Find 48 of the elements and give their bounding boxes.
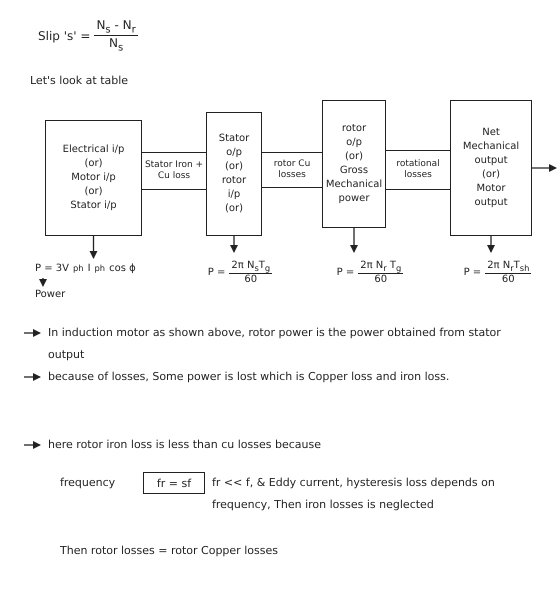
slip-formula: Slip 's' = N$_{s}$ - N$_{r}$ N$_{s}$	[38, 18, 138, 54]
box-text: (or)	[84, 157, 103, 171]
box-text: Stator	[218, 132, 250, 146]
process-box	[45, 120, 142, 236]
box-text: Mechanical	[462, 140, 520, 154]
note-text: here rotor iron loss is less than cu losses because	[48, 437, 322, 453]
boxed-formula: fr = sf	[143, 472, 205, 494]
arrow	[532, 164, 557, 172]
loss-text: rotational losses	[395, 159, 441, 181]
arrow	[350, 228, 358, 253]
box-text: (or)	[84, 185, 103, 199]
box-text: output	[474, 196, 508, 210]
box-text: (or)	[482, 168, 500, 182]
loss-text: Stator Iron + Cu loss	[144, 160, 204, 182]
box-text: Electrical i/p	[62, 143, 124, 157]
box-text: (or)	[224, 202, 244, 216]
formula: P = 2π N$_{s}$T$_{g}$ 60	[195, 252, 285, 292]
box-text: output	[474, 154, 508, 168]
box-text: o/p	[226, 146, 242, 160]
box-text: Stator i/p	[70, 199, 117, 213]
box-text: rotor	[222, 174, 246, 188]
arrow	[230, 236, 238, 253]
box-text: Motor	[476, 182, 506, 196]
process-box	[206, 112, 262, 236]
box-text: rotor	[342, 122, 366, 136]
box-text: Gross	[340, 164, 368, 178]
note-text: frequency	[60, 475, 116, 491]
arrow	[487, 236, 495, 253]
process-box	[322, 100, 386, 228]
box-text: power	[338, 192, 370, 206]
box-text: Net	[482, 126, 500, 140]
loss-text: rotor Cu losses	[272, 159, 312, 181]
formula: Power	[35, 286, 75, 302]
box-text: Mechanical	[326, 178, 382, 192]
note-text: fr << f, & Eddy current, hysteresis loss depends on frequency, Then iron losses is neglected	[212, 475, 496, 513]
note-text: Then rotor losses = rotor Copper losses	[60, 543, 278, 559]
formula: P = 2π N$_{r}$T$_{sh}$ 60	[450, 252, 545, 292]
process-box	[450, 100, 532, 236]
arrow	[39, 278, 47, 287]
arrow	[90, 236, 98, 259]
box-text: o/p	[346, 136, 362, 150]
note-text: because of losses, Some power is lost which is Copper loss and iron loss.	[48, 369, 450, 385]
box-text: Motor i/p	[71, 171, 116, 185]
formula: P = 2π N$_{r}$ T$_{g}$ 60	[325, 252, 415, 292]
box-text: i/p	[228, 188, 240, 202]
heading-text: Let's look at table	[30, 73, 128, 89]
box-text: (or)	[344, 150, 364, 164]
box-text: (or)	[224, 160, 244, 174]
